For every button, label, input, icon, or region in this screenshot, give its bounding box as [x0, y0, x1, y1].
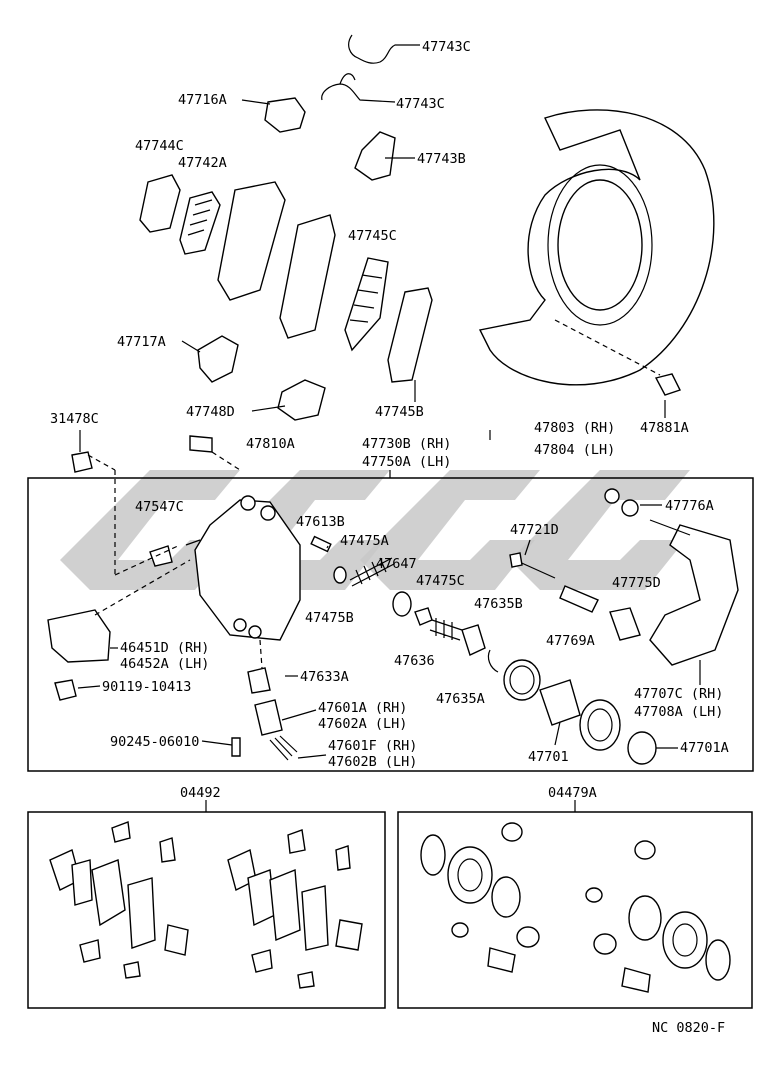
bolt-90119	[54, 679, 77, 701]
label-47744C: 47744C	[135, 138, 184, 154]
bolt-47881A	[654, 373, 681, 396]
kit-04492-parts	[49, 821, 363, 989]
snap-ring-47701A	[627, 731, 657, 765]
boot-kit-ring	[579, 699, 621, 751]
anti-squeal-47744C	[139, 174, 181, 233]
label-47745C: 47745C	[348, 228, 397, 244]
label-47776A: 47776A	[665, 498, 714, 514]
label-47707C: 47707C (RH)	[634, 686, 723, 702]
label-47635B: 47635B	[474, 596, 523, 612]
label-47742A: 47742A	[178, 155, 227, 171]
bolt-90245	[231, 737, 241, 757]
retainer-47647	[392, 591, 412, 617]
label-47475B: 47475B	[305, 610, 354, 626]
label-46451D: 46451D (RH)	[120, 640, 209, 656]
label-47701A: 47701A	[680, 740, 729, 756]
label-47601F: 47601F (RH)	[328, 738, 417, 754]
label-31478C: 31478C	[50, 411, 99, 427]
label-47613B: 47613B	[296, 514, 345, 530]
figure-code: NC 0820-F	[652, 1020, 725, 1036]
boot-47776A-a	[604, 488, 620, 504]
brake-pad-inner	[217, 181, 286, 301]
kit-box-04479A	[397, 811, 753, 1009]
pin-47613B	[310, 535, 332, 553]
shim-47745B	[387, 287, 433, 383]
clip-47748D	[277, 379, 326, 421]
label-47721D: 47721D	[510, 522, 559, 538]
label-47804: 47804 (LH)	[534, 442, 615, 458]
label-47602B: 47602B (LH)	[328, 754, 417, 770]
part-47636	[414, 607, 433, 626]
label-47745B: 47745B	[375, 404, 424, 420]
spring-47475A	[349, 557, 395, 587]
label-47748D: 47748D	[186, 404, 235, 420]
bleeder-47601A	[254, 699, 283, 736]
bushing-47775D	[609, 607, 641, 641]
shim-47716A	[264, 97, 306, 133]
label-47647: 47647	[376, 556, 417, 572]
label-90119-10413: 90119-10413	[102, 679, 191, 695]
clip-47717A	[197, 335, 239, 383]
piston-47701	[539, 679, 581, 726]
label-47743C-2: 47743C	[396, 96, 445, 112]
label-47635A: 47635A	[436, 691, 485, 707]
part-47635A	[461, 624, 486, 656]
label-47633A: 47633A	[300, 669, 349, 685]
label-47717A: 47717A	[117, 334, 166, 350]
shim-47745C	[344, 257, 389, 352]
label-47881A: 47881A	[640, 420, 689, 436]
label-47730B: 47730B (RH)	[362, 436, 451, 452]
label-47475A: 47475A	[340, 533, 389, 549]
label-47716A: 47716A	[178, 92, 227, 108]
snap-ring-47635B	[487, 649, 499, 673]
shim-47742A	[179, 191, 221, 255]
label-47636: 47636	[394, 653, 435, 669]
label-47775D: 47775D	[612, 575, 661, 591]
kit-04479A-parts	[420, 822, 731, 993]
dust-cover-hub-opening	[557, 179, 643, 311]
spring-47475C	[429, 618, 463, 641]
brake-pad-outer	[279, 214, 336, 339]
label-47708A: 47708A (LH)	[634, 704, 723, 720]
wire-clip-lower	[321, 83, 396, 103]
boot-47776A-b	[621, 499, 639, 517]
caliper-mounting-47707C	[649, 524, 739, 666]
cap-31478C	[71, 451, 93, 473]
label-46452A: 46452A (LH)	[120, 656, 209, 672]
bleeder-47547C	[149, 545, 173, 567]
label-kit-04479A: 04479A	[548, 785, 597, 801]
label-47602A: 47602A (LH)	[318, 716, 407, 732]
ring-47475B	[333, 566, 347, 584]
kit-box-04492	[27, 811, 386, 1009]
label-47547C: 47547C	[135, 499, 184, 515]
watermark-logo	[60, 470, 690, 590]
label-47743C-1: 47743C	[422, 39, 471, 55]
label-90245-06010: 90245-06010	[110, 734, 199, 750]
label-47701: 47701	[528, 749, 569, 765]
pin-47769A	[559, 585, 599, 613]
label-47803: 47803 (RH)	[534, 420, 615, 436]
label-47750A: 47750A (LH)	[362, 454, 451, 470]
label-47743B: 47743B	[417, 151, 466, 167]
label-47601A: 47601A (RH)	[318, 700, 407, 716]
part-47633A	[247, 667, 271, 694]
bracket-46451D	[47, 609, 111, 663]
label-47769A: 47769A	[546, 633, 595, 649]
label-47810A: 47810A	[246, 436, 295, 452]
label-47475C: 47475C	[416, 573, 465, 589]
clip-47743B	[354, 131, 396, 181]
wire-clip-upper	[348, 34, 420, 64]
plug-47810A	[189, 435, 213, 453]
label-kit-04492: 04492	[180, 785, 221, 801]
